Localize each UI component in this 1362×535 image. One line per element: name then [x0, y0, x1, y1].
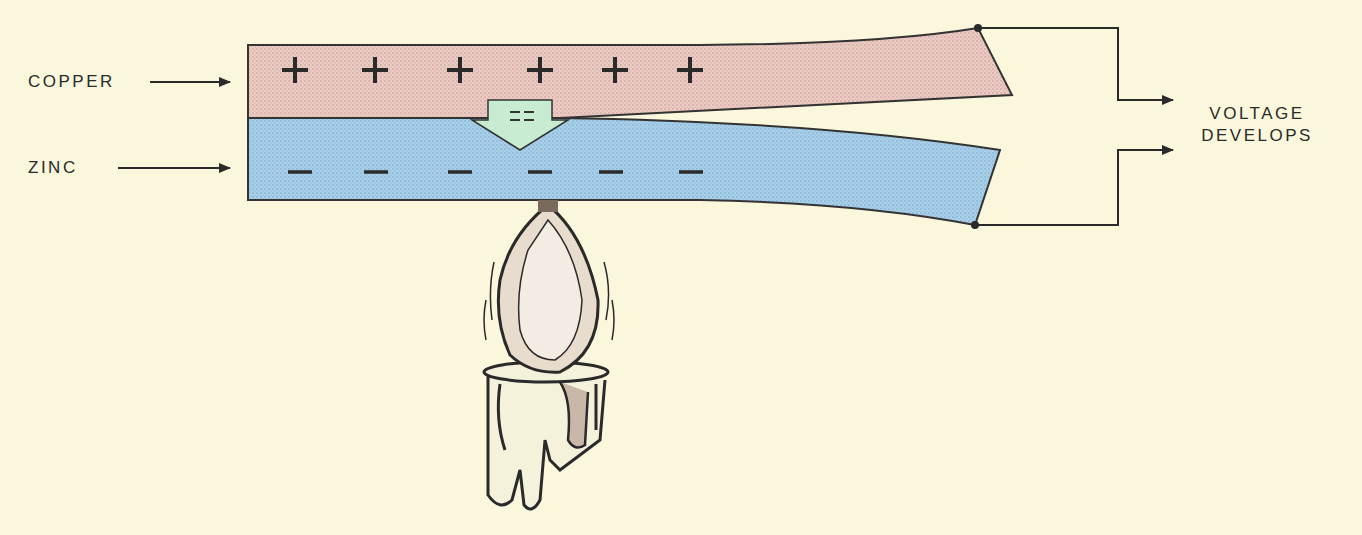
leader-arrows	[118, 82, 230, 168]
metal-name: ZINC	[28, 157, 78, 179]
metal-name: COPPER	[28, 71, 115, 93]
negative-charges	[288, 170, 703, 174]
positive-charges	[284, 59, 701, 81]
candle-flame	[484, 200, 614, 372]
copper-strip	[248, 28, 1012, 118]
candle	[484, 362, 608, 509]
output-wires	[975, 28, 1173, 225]
terminal-dot	[974, 24, 982, 32]
output-label: VOLTAGE DEVELOPS	[1182, 103, 1332, 147]
electron-flow-arrow	[472, 100, 568, 150]
terminal-dot	[971, 221, 979, 229]
zinc-strip	[248, 118, 1000, 225]
